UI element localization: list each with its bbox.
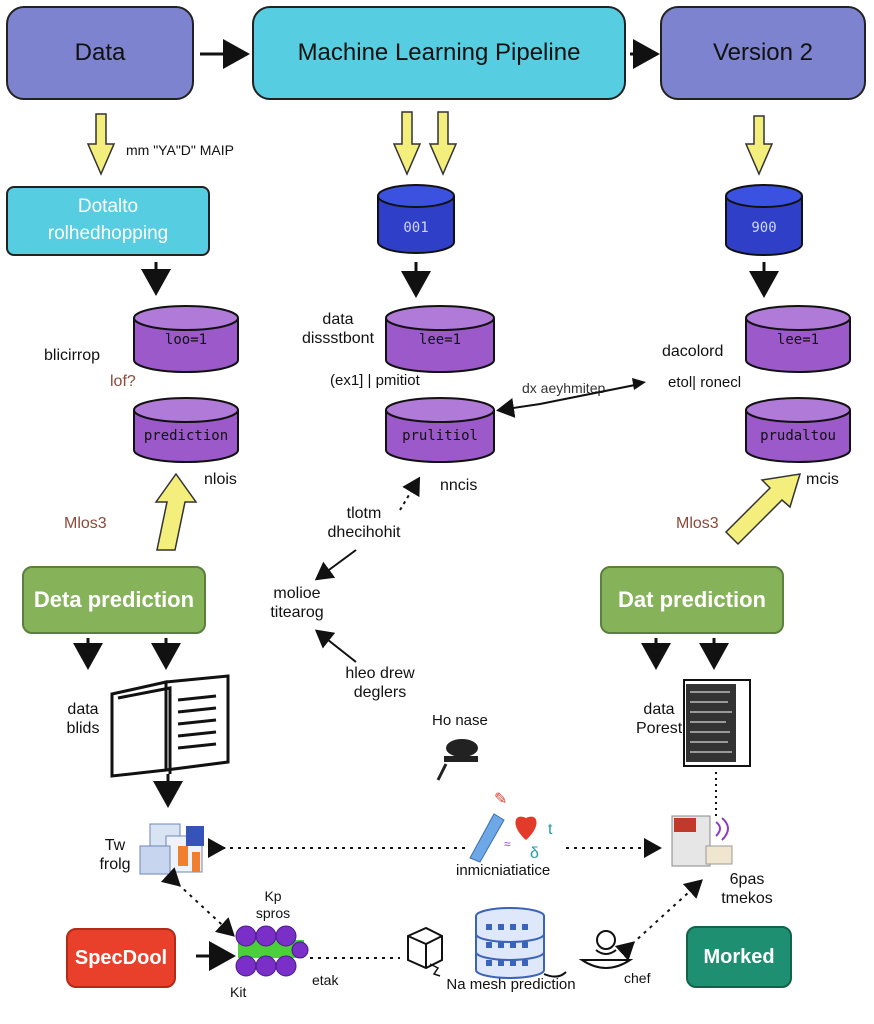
blue-cylinder-middle — [377, 184, 455, 254]
left-bottom-label: SpecDool — [74, 946, 168, 969]
right-prediction-node: Dat prediction — [600, 566, 784, 634]
yellow-down-arrows — [86, 111, 774, 176]
pipeline-node-label: Machine Learning Pipeline — [297, 39, 581, 66]
molecule-label-bottom: Kit — [230, 984, 247, 1000]
black-down-arrows — [73, 262, 779, 808]
small-glyph-teal-2: δ — [530, 845, 539, 862]
right-side-label-3: mcis — [806, 471, 839, 488]
middle-flow-label-3: hleo drew deglers — [345, 665, 415, 702]
right-side-label-2: etol| ronecl — [668, 374, 742, 391]
device-icon — [671, 815, 733, 867]
middle-flow-arrows — [314, 476, 421, 663]
cross-arrow — [496, 378, 646, 418]
document-icon — [683, 679, 751, 767]
cook-label: chef — [624, 970, 651, 986]
cook-icon — [578, 930, 634, 969]
right-arrow-label: dx aeyhmitep — [522, 380, 606, 396]
small-glyph-red: ✎ — [494, 791, 507, 808]
purple-cylinders — [133, 305, 851, 463]
data-node: Data — [6, 6, 194, 100]
server-icon — [475, 907, 567, 979]
middle-side-label-3: nncis — [440, 477, 478, 494]
left-side-label-1: blicirrop — [44, 347, 101, 364]
right-side-label-4: Mlos3 — [676, 515, 719, 532]
blue-cylinder-middle-label: 001 — [403, 220, 428, 236]
pipeline-node: Machine Learning Pipeline — [252, 6, 626, 100]
small-glyph-teal: t — [548, 821, 553, 838]
right-bottom-label: Morked — [703, 945, 775, 968]
purple-cylinder-labels: loo=1 prediction lee=1 prulitiol lee=1 p… — [144, 332, 836, 444]
left-prediction-node: Deta prediction — [22, 566, 206, 634]
middle-flow-label-2: molioe titearog — [270, 585, 324, 622]
right-side-label-1: dacolord — [662, 343, 724, 360]
box-icon — [407, 926, 443, 977]
doc-label: data Porest — [636, 701, 683, 738]
small-icon-label: Ho nase — [432, 712, 488, 729]
left-cyl-top-label: loo=1 — [165, 332, 207, 348]
molecule-label-right: etak — [312, 972, 339, 988]
data-node-label: Data — [74, 39, 126, 66]
icons-label: inmicniatiatice — [456, 862, 551, 879]
molecule-icon — [235, 925, 309, 977]
small-glyph-purple: ≈ — [504, 837, 511, 851]
arrow-note: mm "YA"D" MAIP — [126, 142, 234, 158]
right-cyl-top-label: lee=1 — [777, 332, 819, 348]
mid-cyl-top-label: lee=1 — [419, 332, 461, 348]
middle-flow-label-1: tlotm dhecihohit — [327, 505, 401, 542]
middle-side-label-2: (ex1] | pmitiot — [330, 372, 420, 389]
left-side-label-3: nlois — [204, 471, 237, 488]
blue-cylinder-right-label: 900 — [751, 220, 776, 236]
blue-cylinder-right — [725, 184, 803, 256]
left-side-label-2: lof? — [110, 373, 136, 390]
right-cyl-bottom-label: prudaltou — [760, 428, 836, 444]
right-bottom-node: Morked — [686, 926, 792, 988]
version-node-label: Version 2 — [712, 39, 814, 66]
cube-label: Tw frolg — [99, 837, 131, 874]
cubes-icon — [139, 823, 204, 875]
left-side-label-4: Mlos3 — [64, 515, 107, 532]
left-bottom-node: SpecDool — [66, 928, 176, 988]
middle-side-label-1: data dissstbont — [301, 311, 375, 348]
book-label: data blids — [66, 701, 100, 738]
version-node: Version 2 — [660, 6, 866, 100]
molecule-label-top: Kp spros — [255, 888, 291, 921]
yellow-up-arrows — [154, 472, 802, 551]
colorful-icons: ✎ t δ ≈ — [469, 791, 553, 863]
mid-cyl-bottom-label: prulitiol — [402, 428, 478, 444]
dotted-connections — [160, 838, 703, 961]
chef-hat-icon — [436, 739, 478, 781]
preprocessing-node: Dotalto rolhedhopping — [6, 186, 210, 256]
preprocessing-node-label: Dotalto rolhedhopping — [47, 196, 169, 244]
left-cyl-bottom-label: prediction — [144, 428, 228, 444]
book-icon — [110, 674, 230, 778]
device-label: 6pas tmekos — [721, 871, 773, 908]
right-prediction-label: Dat prediction — [618, 587, 766, 612]
left-prediction-label: Deta prediction — [33, 587, 195, 612]
server-label: Na mesh prediction — [446, 976, 576, 993]
